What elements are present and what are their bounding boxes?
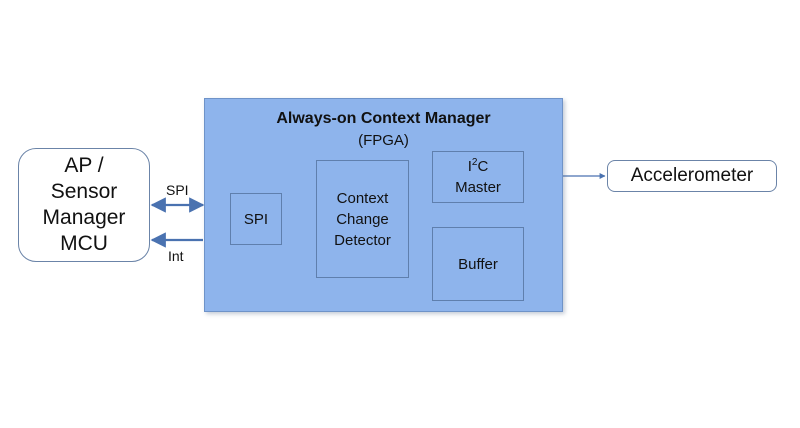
context-change-detector-block: Context Change Detector xyxy=(316,160,409,278)
spi-block: SPI xyxy=(230,193,282,245)
ap-line-4: MCU xyxy=(60,232,108,255)
accelerometer-label: Accelerometer xyxy=(630,165,754,186)
spi-block-label: SPI xyxy=(243,210,269,228)
buffer-block: Buffer xyxy=(432,227,524,301)
int-link-label: Int xyxy=(168,248,184,264)
i2c-prefix: I xyxy=(467,158,472,175)
spi-link-label: SPI xyxy=(166,182,189,198)
i2c-master-block: I2C Master xyxy=(432,151,524,203)
i2c-suffix: C xyxy=(477,158,489,175)
fpga-title: Always-on Context Manager xyxy=(276,110,491,127)
ccd-line-3: Detector xyxy=(334,231,391,249)
ap-line-1: AP / xyxy=(64,154,104,177)
ccd-line-1: Context xyxy=(336,189,389,207)
i2c-superscript: 2 xyxy=(471,157,478,168)
ap-line-3: Manager xyxy=(42,206,126,229)
accelerometer-box: Accelerometer xyxy=(607,160,777,192)
i2c-line-2: Master xyxy=(455,179,501,196)
fpga-subtitle: (FPGA) xyxy=(358,132,409,149)
ap-sensor-manager-mcu-box: AP / Sensor Manager MCU xyxy=(18,148,150,262)
ap-line-2: Sensor xyxy=(50,180,118,203)
buffer-label: Buffer xyxy=(458,255,498,273)
i2c-line-1: I2C xyxy=(455,156,501,177)
ccd-line-2: Change xyxy=(336,210,389,228)
